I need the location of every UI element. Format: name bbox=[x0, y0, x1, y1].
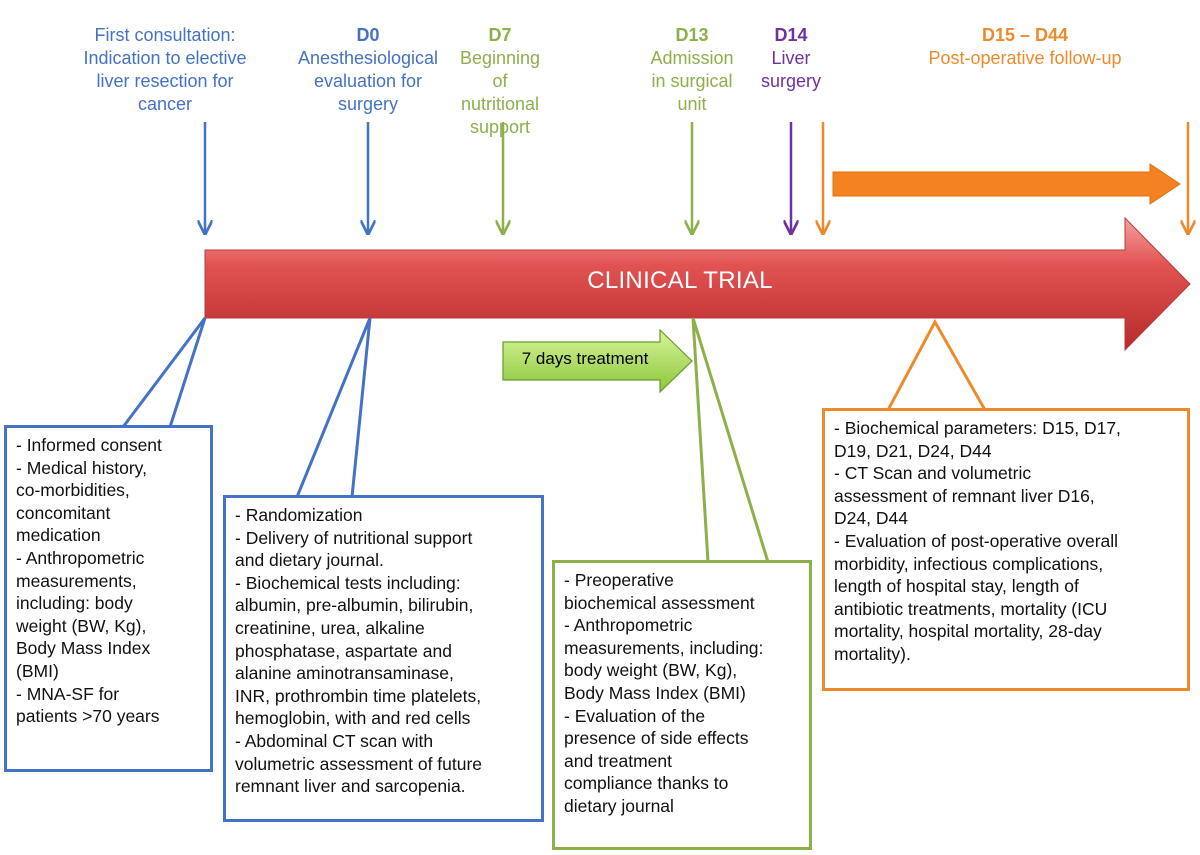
milestone-day: D7 bbox=[488, 25, 512, 45]
treatment-label: 7 days treatment bbox=[521, 349, 649, 368]
followup-period-arrow bbox=[832, 163, 1181, 205]
milestone-day: D15 – D44 bbox=[981, 25, 1069, 45]
consultation-callout-pointer bbox=[121, 317, 207, 428]
milestone-day: D14 bbox=[774, 25, 808, 45]
milestone-d14: D14 Liver surgery bbox=[746, 24, 836, 93]
followup-box: - Biochemical parameters: D15, D17, D19,… bbox=[822, 408, 1190, 691]
followup-callout-pointer bbox=[886, 318, 987, 411]
clinical-trial-arrow bbox=[204, 216, 1191, 352]
clinical-trial-label: CLINICAL TRIAL bbox=[587, 267, 773, 294]
admission-callout-pointer bbox=[691, 317, 770, 563]
randomization-box: - Randomization - Delivery of nutritiona… bbox=[223, 495, 544, 822]
milestone-d13: D13 Admission in surgical unit bbox=[630, 24, 754, 116]
milestone-day: D0 bbox=[356, 25, 380, 45]
consultation-box: - Informed consent - Medical history, co… bbox=[4, 425, 213, 772]
milestone-day: D13 bbox=[675, 25, 709, 45]
randomization-callout-pointer bbox=[295, 317, 372, 498]
milestone-d0: D0 Anesthesiological evaluation for surg… bbox=[276, 24, 460, 116]
admission-box: - Preoperative biochemical assessment - … bbox=[552, 560, 812, 850]
milestone-first-consultation: First consultation: Indication to electi… bbox=[83, 25, 247, 114]
milestone-d7: D7 Beginning of nutritional support bbox=[440, 24, 560, 139]
milestone-d15-d44: D15 – D44 Post-operative follow-up bbox=[880, 24, 1170, 70]
treatment-arrow bbox=[502, 328, 693, 394]
